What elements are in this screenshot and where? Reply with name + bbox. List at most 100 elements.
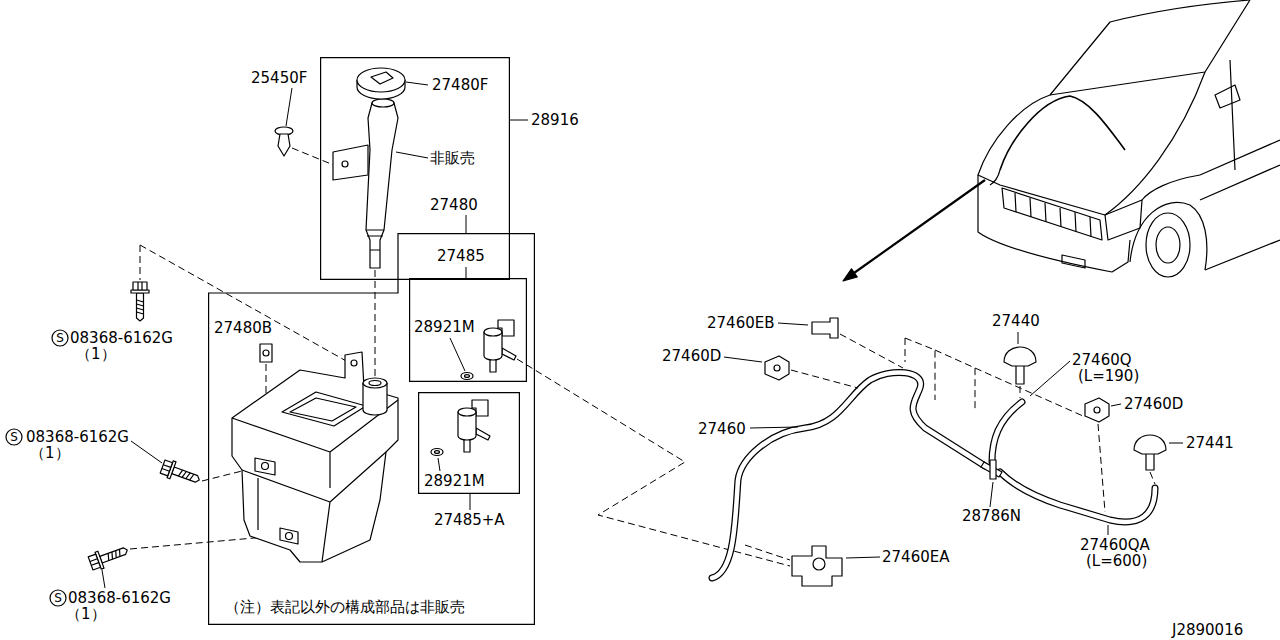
leader-line [1030, 361, 1070, 396]
pump-assembly-box: 2748528921M [409, 278, 527, 382]
hose-clip [765, 318, 1109, 586]
leader-line [724, 357, 762, 362]
pump-assembly-box: 28921M27485+A [418, 392, 520, 494]
washer-tank [286, 533, 293, 540]
hose-clip [812, 318, 838, 338]
callout-number: 27460 [698, 421, 746, 437]
callout-number: 27460D [1124, 396, 1183, 412]
callout-number: 28921M [414, 319, 475, 335]
grommet [431, 449, 443, 456]
filler-cap [371, 72, 393, 84]
standard-part-circle [52, 330, 68, 346]
washer-tank [363, 378, 387, 388]
vehicle-illustration [1050, 0, 1250, 95]
leader-line [990, 482, 993, 507]
assembly-dashed-line [1020, 386, 1021, 398]
view-arrow [843, 180, 985, 281]
hose-clip [1085, 398, 1109, 422]
washer-hose [712, 372, 985, 578]
vehicle-illustration [1156, 227, 1180, 263]
vehicle-illustration [1050, 0, 1250, 95]
washer-hose [712, 372, 985, 578]
filler-neck [372, 99, 394, 107]
leader-line [102, 570, 105, 588]
standard-part-circle [50, 590, 66, 606]
assembly-dashed-line [840, 334, 903, 368]
assembly-dashed-line [130, 148, 790, 566]
callout-number: 27460Q [1072, 352, 1132, 368]
assembly-dashed-line [745, 334, 1155, 560]
assembly-dashed-line [292, 148, 336, 166]
vehicle-illustration [1015, 193, 1091, 237]
standard-part-mark: S [6, 429, 22, 445]
callout-number: 08368-6162G [68, 590, 171, 606]
callout-number: 25450F [251, 70, 307, 86]
leader-line [406, 82, 428, 85]
leader-line [778, 323, 808, 325]
parts-illustration [6, 0, 1280, 606]
dimension-label: (L=190) [1078, 368, 1139, 384]
standard-part-circle [6, 330, 68, 606]
callout-number: 28786N [962, 508, 1021, 524]
filler-neck [366, 103, 398, 268]
washer-tank [232, 352, 398, 562]
washer-hose [992, 402, 1022, 462]
hose-clip [1094, 407, 1100, 413]
leader-line [510, 120, 528, 121]
grommet [461, 373, 473, 380]
quantity-label: （1） [30, 445, 70, 461]
filler-cap [357, 68, 405, 92]
washer-tank [255, 458, 275, 475]
tank-clip [260, 344, 272, 362]
leader-line [846, 557, 880, 558]
figure-code: J2890016 [1172, 622, 1243, 638]
push-clip [275, 127, 293, 156]
vehicle-illustration [978, 175, 1130, 272]
callout-number: 27480 [430, 197, 478, 213]
grommet [431, 373, 473, 456]
leader-line [1111, 404, 1121, 406]
box-outline [209, 234, 535, 625]
washer-tank [351, 360, 357, 366]
box-outline [410, 279, 527, 382]
view-arrow [843, 269, 857, 281]
vehicle-illustration [978, 72, 1205, 215]
callout-number: 08368-6162G [70, 330, 173, 346]
callout-number: 27460QA [1080, 537, 1150, 553]
washer-hose [1000, 472, 1155, 522]
hose-joint [981, 460, 1002, 479]
callout-number: 27460EA [882, 549, 949, 565]
callout-number: 27441 [1186, 435, 1234, 451]
callout-number: 27480F [432, 77, 488, 93]
bolt-symbol [131, 282, 149, 321]
vehicle-illustration [1142, 175, 1200, 200]
assembly-dashed-line [1098, 424, 1105, 512]
box-outline [419, 393, 520, 494]
tank-assembly-box: 2748027480B（注）表記以外の構成部品は非販売2748528921M28… [208, 233, 535, 625]
assembly-dashed-line [375, 270, 376, 376]
leader-line [396, 152, 428, 158]
washer-tank [232, 352, 398, 562]
washer-nozzle [1016, 366, 1024, 384]
washer-pump [458, 400, 490, 452]
washer-hose [992, 402, 1022, 462]
callout-number: 28921M [424, 473, 485, 489]
washer-tank [282, 392, 366, 426]
filler-neck [366, 230, 384, 250]
box-outline [208, 233, 535, 625]
callout-number: 27485+A [434, 512, 505, 528]
note-text: （注）表記以外の構成部品は非販売 [225, 599, 465, 615]
callout-number: 08368-6162G [26, 429, 129, 445]
washer-hose [1000, 472, 1155, 522]
vehicle-illustration [1215, 85, 1240, 108]
washer-pump [484, 320, 516, 372]
filler-cap [357, 68, 405, 99]
hose-clip [765, 356, 789, 380]
vehicle-illustration [990, 170, 1000, 185]
washer-nozzle [1004, 347, 1036, 366]
assembly-dashed-line [745, 545, 790, 560]
hose-clip [792, 546, 842, 586]
callout-number: 27440 [992, 313, 1040, 329]
leader-line [131, 441, 162, 463]
hose-clip [813, 558, 825, 570]
